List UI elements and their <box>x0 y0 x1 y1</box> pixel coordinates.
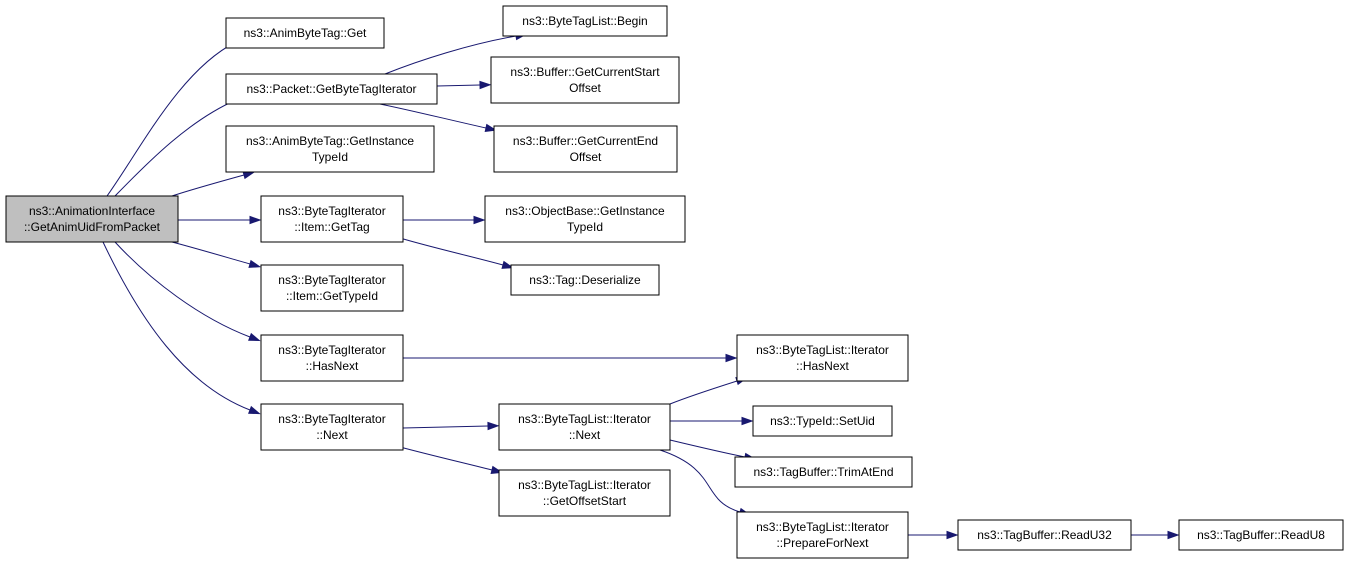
edge-root-to-bytetagiterator-item-gettypeid <box>171 241 262 268</box>
node-tagbuffer-trimatend[interactable]: ns3::TagBuffer::TrimAtEnd <box>734 456 913 488</box>
node-bytetaglist-iterator-preparefornext[interactable]: ns3::ByteTagList::Iterator::PrepareForNe… <box>736 511 909 559</box>
node-label-line: Offset <box>569 81 601 95</box>
edge-bytetagiterator-item-gettag-to-tag-deserialize <box>399 237 515 269</box>
node-bytetaglist-iterator-getoffsetstart[interactable]: ns3::ByteTagList::Iterator::GetOffsetSta… <box>498 469 671 517</box>
edge-bytetagiterator-next-to-bytetaglist-iterator-next <box>402 421 500 431</box>
node-label-line: ns3::ByteTagIterator <box>278 273 385 287</box>
edge-root-to-bytetagiterator-item-gettag <box>178 215 262 225</box>
node-box <box>493 125 678 173</box>
node-bytetaglist-iterator-next[interactable]: ns3::ByteTagList::Iterator::Next <box>498 403 671 451</box>
edge-bytetagiterator-item-gettag-to-objectbase-getinstancetypeid <box>403 215 486 225</box>
node-box <box>734 456 913 488</box>
node-box <box>260 264 404 312</box>
node-packet-getbytetagiterator[interactable]: ns3::Packet::GetByteTagIterator <box>225 73 438 105</box>
node-label-line: ns3::Buffer::GetCurrentEnd <box>513 134 658 148</box>
node-box <box>260 403 404 451</box>
node-label-line: ns3::ByteTagList::Iterator <box>756 520 889 534</box>
node-box <box>498 469 671 517</box>
edge-root-to-bytetagiterator-next <box>102 241 261 415</box>
edge-tagbuffer-readu32-to-tagbuffer-readu8 <box>1131 530 1180 540</box>
node-bytetagiterator-next[interactable]: ns3::ByteTagIterator::Next <box>260 403 404 451</box>
node-box <box>5 195 179 243</box>
node-label-line: Offset <box>570 150 602 164</box>
node-box <box>736 334 909 382</box>
node-label-line: ns3::ByteTagList::Iterator <box>518 478 651 492</box>
node-box <box>498 403 671 451</box>
node-tagbuffer-readu32[interactable]: ns3::TagBuffer::ReadU32 <box>957 519 1132 551</box>
node-animbytetag-get[interactable]: ns3::AnimByteTag::Get <box>225 17 385 49</box>
node-root[interactable]: ns3::AnimationInterface::GetAnimUidFromP… <box>5 195 179 243</box>
edge-root-to-bytetagiterator-hasnext <box>114 241 261 342</box>
node-label-line: TypeId <box>312 150 348 164</box>
node-box <box>225 125 435 173</box>
node-label-line: ::GetAnimUidFromPacket <box>24 220 161 234</box>
edge-root-to-animbytetag-getinstancetypeid <box>171 171 256 197</box>
node-label-line: ::PrepareForNext <box>776 536 869 550</box>
edge-bytetaglist-iterator-next-to-typeid-setuid <box>670 416 754 426</box>
node-label-line: ns3::Tag::Deserialize <box>529 273 641 287</box>
node-box <box>736 511 909 559</box>
node-box <box>484 195 686 243</box>
node-label-line: ns3::ByteTagIterator <box>278 343 385 357</box>
node-box <box>225 17 385 49</box>
node-tag-deserialize[interactable]: ns3::Tag::Deserialize <box>510 264 660 296</box>
nodes-layer: ns3::AnimationInterface::GetAnimUidFromP… <box>5 5 1344 559</box>
node-label-line: ::Next <box>569 428 601 442</box>
node-box <box>490 56 680 104</box>
node-label-line: ::Item::GetTypeId <box>286 289 378 303</box>
node-label-line: ns3::ByteTagList::Begin <box>522 14 647 28</box>
node-box <box>957 519 1132 551</box>
node-box <box>502 5 668 37</box>
node-label-line: ns3::ObjectBase::GetInstance <box>505 204 665 218</box>
edge-bytetagiterator-next-to-bytetaglist-iterator-getoffsetstart <box>399 446 504 474</box>
node-box <box>225 73 438 105</box>
edge-root-to-animbytetag-get <box>106 36 247 197</box>
node-bytetaglist-iterator-hasnext[interactable]: ns3::ByteTagList::Iterator::HasNext <box>736 334 909 382</box>
edge-bytetagiterator-hasnext-to-bytetaglist-iterator-hasnext <box>403 353 738 363</box>
node-label-line: TypeId <box>567 220 603 234</box>
node-tagbuffer-readu8[interactable]: ns3::TagBuffer::ReadU8 <box>1178 519 1344 551</box>
node-label-line: ns3::ByteTagList::Iterator <box>756 343 889 357</box>
node-label-line: ::GetOffsetStart <box>543 494 627 508</box>
node-label-line: ns3::TagBuffer::ReadU8 <box>1197 528 1325 542</box>
node-label-line: ns3::ByteTagIterator <box>278 204 385 218</box>
node-label-line: ns3::ByteTagList::Iterator <box>518 412 651 426</box>
edge-bytetaglist-iterator-next-to-bytetaglist-iterator-hasnext <box>669 377 748 405</box>
node-bytetagiterator-item-gettypeid[interactable]: ns3::ByteTagIterator::Item::GetTypeId <box>260 264 404 312</box>
node-label-line: ns3::Buffer::GetCurrentStart <box>510 65 660 79</box>
node-label-line: ns3::TagBuffer::TrimAtEnd <box>753 465 893 479</box>
edge-packet-getbytetagiterator-to-buffer-getcurrentendoffset <box>379 103 498 132</box>
node-label-line: ns3::TagBuffer::ReadU32 <box>977 528 1112 542</box>
node-box <box>510 264 660 296</box>
node-label-line: ns3::Packet::GetByteTagIterator <box>246 82 416 96</box>
node-label-line: ns3::TypeId::SetUid <box>770 414 875 428</box>
node-bytetagiterator-hasnext[interactable]: ns3::ByteTagIterator::HasNext <box>260 334 404 382</box>
node-label-line: ::HasNext <box>796 359 849 373</box>
node-label-line: ns3::AnimationInterface <box>29 204 155 218</box>
node-label-line: ns3::ByteTagIterator <box>278 412 385 426</box>
node-label-line: ::Next <box>316 428 348 442</box>
node-bytetaglist-begin[interactable]: ns3::ByteTagList::Begin <box>502 5 668 37</box>
node-box <box>752 405 893 437</box>
node-label-line: ::HasNext <box>306 359 359 373</box>
node-bytetagiterator-item-gettag[interactable]: ns3::ByteTagIterator::Item::GetTag <box>260 195 404 243</box>
node-label-line: ::Item::GetTag <box>294 220 369 234</box>
node-box <box>260 195 404 243</box>
node-label-line: ns3::AnimByteTag::Get <box>244 26 367 40</box>
node-label-line: ns3::AnimByteTag::GetInstance <box>246 134 414 148</box>
node-box <box>260 334 404 382</box>
node-box <box>1178 519 1344 551</box>
edge-bytetaglist-iterator-preparefornext-to-tagbuffer-readu32 <box>908 530 959 540</box>
node-typeid-setuid[interactable]: ns3::TypeId::SetUid <box>752 405 893 437</box>
edge-packet-getbytetagiterator-to-buffer-getcurrentstartoffset <box>436 80 492 90</box>
